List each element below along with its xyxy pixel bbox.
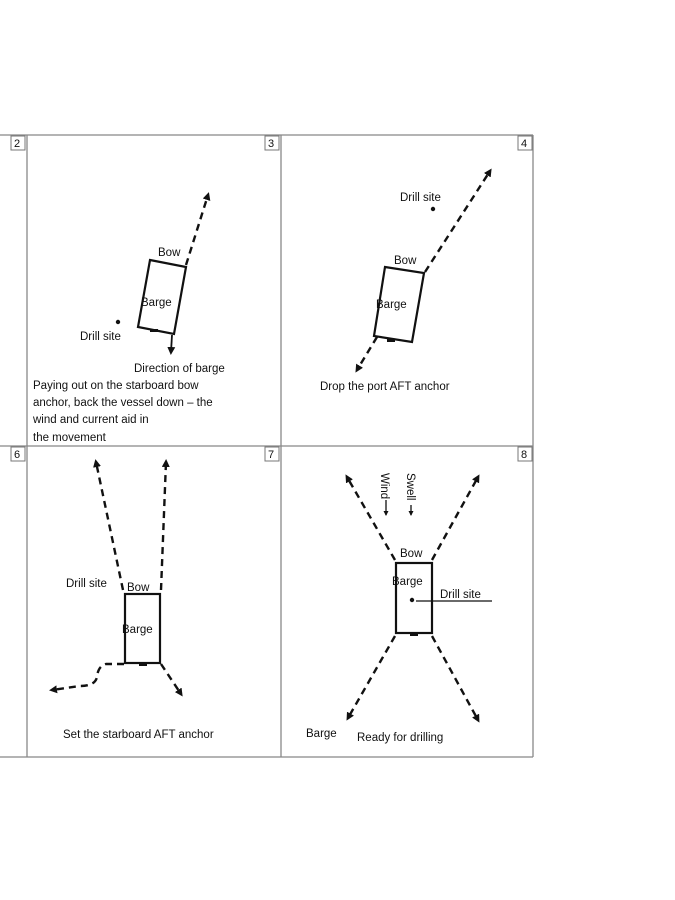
- svg-text:3: 3: [268, 138, 274, 150]
- swell-label: Swell: [404, 473, 416, 500]
- anchor-line: [159, 459, 170, 591]
- stern-marker: [150, 329, 158, 332]
- drill-site-label: Drill site: [440, 589, 481, 601]
- bow-label: Bow: [394, 255, 417, 267]
- barge-shape: [136, 258, 188, 336]
- svg-text:7: 7: [268, 449, 274, 461]
- panel-number-3: 3: [264, 135, 280, 151]
- stern-marker: [387, 339, 395, 342]
- panel-grid: [0, 134, 534, 758]
- anchor-line: [430, 474, 480, 561]
- svg-text:2: 2: [14, 138, 20, 150]
- anchor-line: [346, 635, 397, 721]
- panel-4: Drill site Bow Barge Drop the port AFT a…: [320, 168, 492, 393]
- panel-number-8: 8: [517, 446, 533, 462]
- anchor-line: [423, 168, 492, 273]
- anchor-line: [93, 459, 125, 591]
- barge-label: Barge: [141, 297, 172, 309]
- barge-shape: [372, 265, 426, 344]
- anchor-line: [430, 635, 480, 723]
- bow-label: Bow: [400, 548, 423, 560]
- barge-shape: [394, 561, 434, 635]
- drill-site-label: Drill site: [80, 331, 121, 343]
- wind-label: Wind: [378, 473, 390, 499]
- svg-text:6: 6: [14, 449, 20, 461]
- caption-line: wind and current aid in: [32, 414, 149, 426]
- drill-site-dot: [430, 206, 436, 212]
- barge-label: Barge: [122, 624, 153, 636]
- drill-site-label: Drill site: [400, 192, 441, 204]
- panel-number-6: 6: [10, 446, 26, 462]
- barge-label: Barge: [392, 576, 423, 588]
- panel-number-4: 4: [517, 135, 533, 151]
- drill-site-dot: [409, 597, 415, 603]
- panel-number-7: 7: [264, 446, 280, 462]
- caption-line: anchor, back the vessel down – the: [33, 397, 213, 409]
- caption: Drop the port AFT anchor: [320, 381, 450, 393]
- bow-label: Bow: [127, 582, 150, 594]
- drill-site-dot: [115, 319, 121, 325]
- caption: Set the starboard AFT anchor: [63, 729, 214, 741]
- drill-site-label: Drill site: [66, 578, 107, 590]
- svg-text:4: 4: [521, 138, 527, 150]
- direction-label: Direction of barge: [134, 363, 225, 375]
- svg-text:8: 8: [521, 449, 527, 461]
- panel-7: Drill site Bow Barge Set the starboard A…: [49, 459, 214, 741]
- direction-arrow: [167, 334, 176, 355]
- caption-line: Paying out on the starboard bow: [33, 380, 199, 392]
- port-aft-anchor-line: [355, 336, 379, 373]
- bow-label: Bow: [158, 247, 181, 259]
- caption: Ready for drilling: [357, 732, 443, 744]
- barge-label: Barge: [376, 299, 407, 311]
- starboard-aft-anchor-line: [160, 663, 183, 697]
- anchor-line: [49, 662, 124, 694]
- anchor-line: [345, 474, 397, 561]
- stern-marker: [410, 633, 418, 636]
- barge-direction-label: Barge: [306, 728, 337, 740]
- panel-number-2: 2: [10, 135, 26, 151]
- caption-line: the movement: [33, 432, 107, 444]
- stern-marker: [139, 663, 147, 666]
- anchor-line: [184, 192, 211, 266]
- panel-3: Bow Barge Drill site Direction of barge …: [32, 192, 225, 444]
- panel-8: Wind Swell Bow Barge Drill site Barge Re…: [306, 473, 492, 744]
